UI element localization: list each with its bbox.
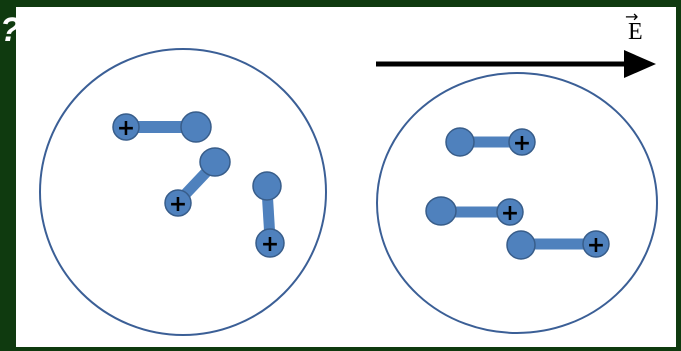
dipole-3-negative-end — [252, 171, 282, 201]
field-label: E — [628, 19, 643, 45]
dipole-4: + — [445, 127, 536, 157]
dipole-2-negative-end — [199, 147, 231, 177]
dipole-5: + — [425, 196, 524, 226]
field-arrow — [376, 50, 656, 78]
dipole-1-negative-end — [180, 111, 212, 143]
dipole-2-plus-sign: + — [169, 192, 187, 217]
dipole-4-positive-end — [508, 128, 536, 156]
dipole-1-plus-sign: + — [117, 116, 135, 141]
dipole-3-positive-end — [255, 228, 285, 258]
with-field-panel — [376, 72, 658, 334]
dipole-2-positive-end — [164, 189, 192, 217]
dipole-4-negative-end — [445, 127, 475, 157]
dipole-6-plus-sign: + — [587, 233, 605, 258]
no-field-panel — [39, 48, 327, 336]
dipole-6-positive-end — [582, 230, 610, 258]
dipole-6: + — [506, 230, 610, 260]
dipole-3-plus-sign: + — [261, 232, 279, 257]
dipole-2: + — [164, 147, 231, 217]
field-arrow-head — [624, 50, 656, 78]
dipole-4-plus-sign: + — [513, 131, 531, 156]
dipole-6-negative-end — [506, 230, 536, 260]
dipole-1-positive-end — [112, 113, 140, 141]
field-vector-marker: → — [625, 7, 638, 26]
dipole-5-positive-end — [496, 198, 524, 226]
diagram-canvas: E → + + + — [16, 7, 676, 347]
dipole-3: + — [252, 171, 285, 258]
dipole-5-plus-sign: + — [501, 201, 519, 226]
dipole-1: + — [112, 111, 212, 143]
dipole-diagram: E → + + + — [39, 7, 658, 336]
corner-title-fragment: ?/ — [0, 11, 22, 49]
dipole-5-negative-end — [425, 196, 457, 226]
